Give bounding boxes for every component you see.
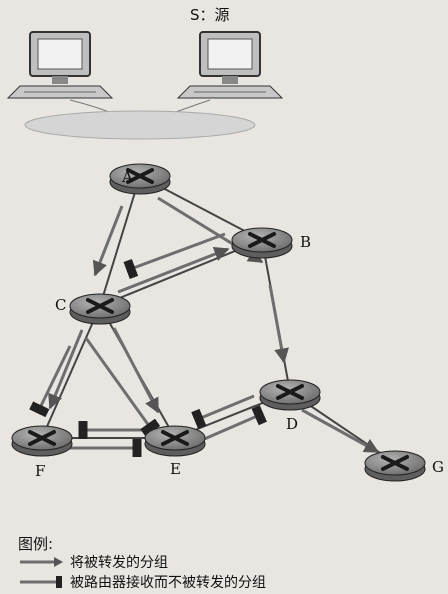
router-b xyxy=(231,227,293,259)
legend-forwarded-label: 将被转发的分组 xyxy=(70,555,168,571)
node-label-e: E xyxy=(170,460,181,478)
node-label-f: F xyxy=(35,462,46,480)
router-d xyxy=(259,379,321,411)
router-c xyxy=(69,293,131,325)
node-label-g: G xyxy=(432,458,444,476)
link-c-f xyxy=(41,305,101,439)
forwarded-arrow-icon xyxy=(20,557,63,567)
source-label: S：源 xyxy=(190,6,230,24)
legend-forwarded: 将被转发的分组 xyxy=(18,552,168,572)
legend-received-not-forwarded-label: 被路由器接收而不被转发的分组 xyxy=(70,575,266,591)
routers xyxy=(11,163,426,482)
router-f xyxy=(11,425,73,457)
node-label-c: C xyxy=(55,296,67,314)
router-e xyxy=(144,425,206,457)
lan-segment xyxy=(24,110,256,140)
node-label-a: A xyxy=(122,168,133,186)
node-label-d: D xyxy=(286,415,299,433)
legend-title: 图例: xyxy=(18,535,54,553)
router-a xyxy=(109,163,171,195)
blocked-arrows xyxy=(29,232,267,457)
source-computer-left xyxy=(6,31,131,123)
legend-received-not-forwarded: 被路由器接收而不被转发的分组 xyxy=(18,572,266,592)
blocked-arrow-icon xyxy=(20,576,62,588)
router-g xyxy=(364,450,426,482)
source-computer-right xyxy=(149,31,284,123)
link-a-c xyxy=(99,175,141,307)
node-label-b: B xyxy=(300,233,312,251)
